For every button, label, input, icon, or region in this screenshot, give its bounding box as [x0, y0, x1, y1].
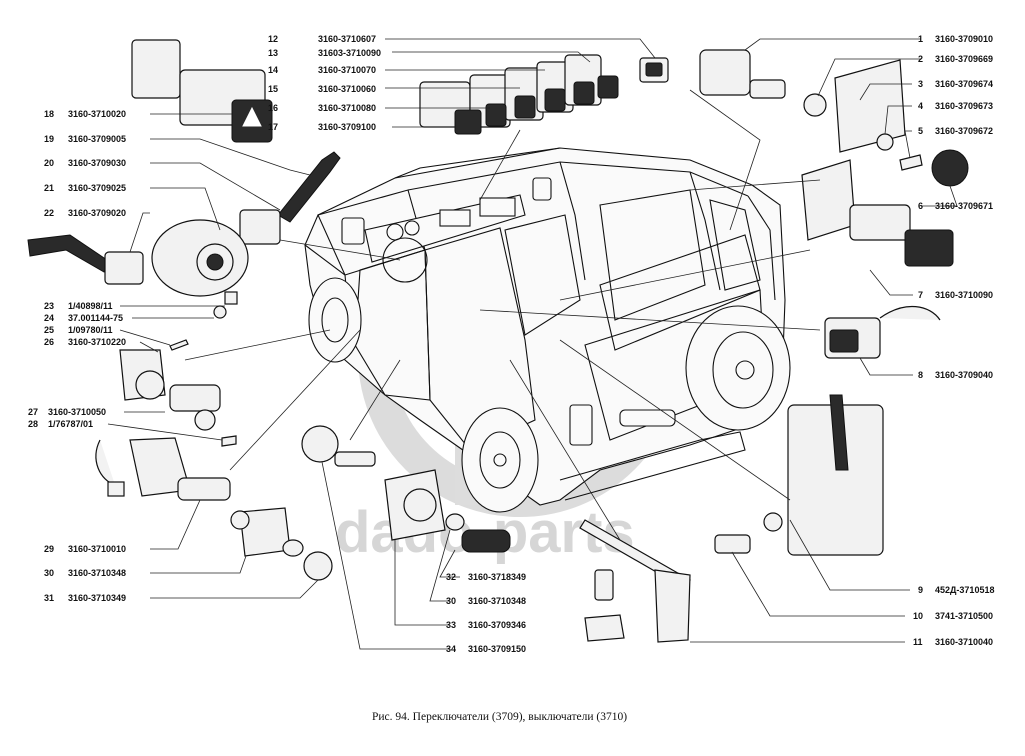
callout-31-num: 31: [44, 593, 54, 603]
callout-16-num: 16: [268, 103, 278, 113]
callout-32-part: 3160-3718349: [468, 572, 526, 582]
callout-24-num: 24: [44, 313, 54, 323]
callout-17-part: 3160-3709100: [318, 122, 376, 132]
callout-3-num: 3: [918, 79, 923, 89]
callout-13-num: 13: [268, 48, 278, 58]
callout-26-num: 26: [44, 337, 54, 347]
callout-30-num: 30: [44, 568, 54, 578]
callouts-top: 12 3160-3710607 13 31603-3710090 14 3160…: [268, 34, 381, 132]
callout-19-part: 3160-3709005: [68, 134, 126, 144]
callout-7-part: 3160-3710090: [935, 290, 993, 300]
callout-14-part: 3160-3710070: [318, 65, 376, 75]
callout-11-part: 3160-3710040: [935, 637, 993, 647]
callout-1-num: 1: [918, 34, 923, 44]
callout-10-num: 10: [913, 611, 923, 621]
callout-29-part: 3160-3710010: [68, 544, 126, 554]
callout-15-num: 15: [268, 84, 278, 94]
callout-32-num: 32: [446, 572, 456, 582]
callout-13-part: 31603-3710090: [318, 48, 381, 58]
callout-5-part: 3160-3709672: [935, 126, 993, 136]
callout-31-part: 3160-3710349: [68, 593, 126, 603]
callout-8-part: 3160-3709040: [935, 370, 993, 380]
parts-drawing: [27, 39, 969, 643]
callout-30-part: 3160-3710348: [68, 568, 126, 578]
callout-11-num: 11: [913, 637, 923, 647]
callout-4-part: 3160-3709673: [935, 101, 993, 111]
callout-34-num: 34: [446, 644, 456, 654]
callout-33-part: 3160-3709346: [468, 620, 526, 630]
callout-27-num: 27: [28, 407, 38, 417]
callout-27-part: 3160-3710050: [48, 407, 106, 417]
callout-28-part: 1/76787/01: [48, 419, 93, 429]
vehicle-drawing: [304, 147, 791, 513]
leader-lines: [107, 38, 958, 650]
callouts-left: 18 3160-3710020 19 3160-3709005 20 3160-…: [28, 109, 126, 603]
callout-10-part: 3741-3710500: [935, 611, 993, 621]
callout-23-num: 23: [44, 301, 54, 311]
callout-18-part: 3160-3710020: [68, 109, 126, 119]
callout-2-num: 2: [918, 54, 923, 64]
callout-6-num: 6: [918, 201, 923, 211]
callout-20-num: 20: [44, 158, 54, 168]
callout-25-num: 25: [44, 325, 54, 335]
callout-21-part: 3160-3709025: [68, 183, 126, 193]
callout-30b-part: 3160-3710348: [468, 596, 526, 606]
callout-12-num: 12: [268, 34, 278, 44]
callout-12-part: 3160-3710607: [318, 34, 376, 44]
callouts-right: 1 3160-3709010 2 3160-3709669 3 3160-370…: [913, 34, 994, 647]
callout-7-num: 7: [918, 290, 923, 300]
callout-33-num: 33: [446, 620, 456, 630]
callout-18-num: 18: [44, 109, 54, 119]
callout-28-num: 28: [28, 419, 38, 429]
callout-9-num: 9: [918, 585, 923, 595]
callout-20-part: 3160-3709030: [68, 158, 126, 168]
callout-25-part: 1/09780/11: [68, 325, 113, 335]
figure-caption: Рис. 94. Переключатели (3709), выключате…: [372, 711, 627, 723]
callout-30b-num: 30: [446, 596, 456, 606]
callouts-bottom: 32 3160-3718349 30 3160-3710348 33 3160-…: [446, 572, 526, 654]
callout-24-part: 37.001144-75: [68, 313, 123, 323]
callout-29-num: 29: [44, 544, 54, 554]
callout-1-part: 3160-3709010: [935, 34, 993, 44]
callout-2-part: 3160-3709669: [935, 54, 993, 64]
callout-22-part: 3160-3709020: [68, 208, 126, 218]
callout-19-num: 19: [44, 134, 54, 144]
callout-34-part: 3160-3709150: [468, 644, 526, 654]
callout-16-part: 3160-3710080: [318, 103, 376, 113]
callout-17-num: 17: [268, 122, 278, 132]
callout-23-part: 1/40898/11: [68, 301, 113, 311]
callout-15-part: 3160-3710060: [318, 84, 376, 94]
callout-22-num: 22: [44, 208, 54, 218]
callout-3-part: 3160-3709674: [935, 79, 993, 89]
callout-6-part: 3160-3709671: [935, 201, 993, 211]
callout-9-part: 452Д-3710518: [935, 585, 994, 595]
callout-5-num: 5: [918, 126, 923, 136]
callout-26-part: 3160-3710220: [68, 337, 126, 347]
callout-21-num: 21: [44, 183, 54, 193]
callout-14-num: 14: [268, 65, 278, 75]
callout-8-num: 8: [918, 370, 923, 380]
callout-4-num: 4: [918, 101, 923, 111]
